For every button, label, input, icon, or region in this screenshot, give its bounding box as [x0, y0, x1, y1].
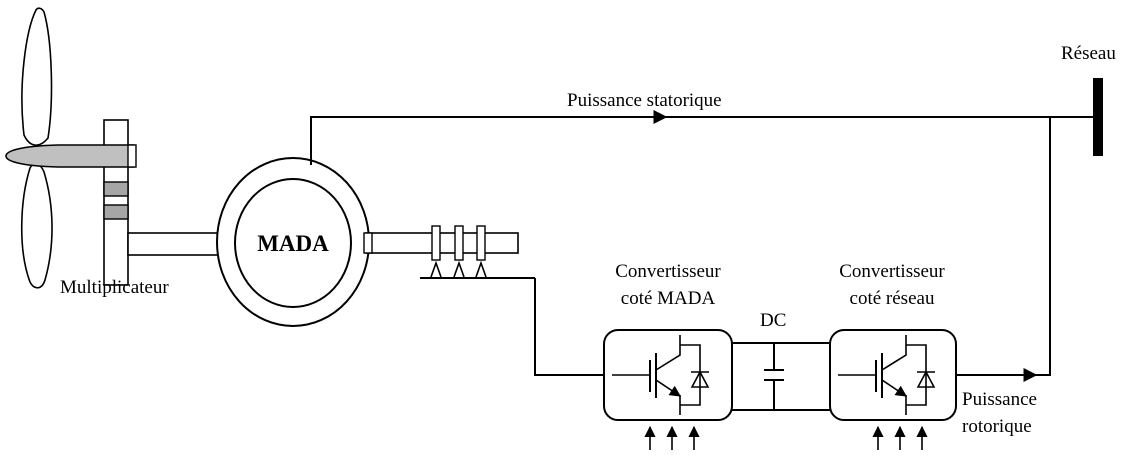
igbt-icon — [838, 335, 936, 415]
machine-label: MADA — [257, 231, 329, 256]
slip-ring-2 — [454, 225, 464, 261]
gearbox-label: Multiplicateur — [60, 277, 169, 298]
slip-ring-icon — [420, 225, 535, 279]
converter-grid-side — [829, 329, 957, 421]
brush-1 — [430, 260, 442, 278]
gate-signals-mada — [644, 425, 700, 450]
shaft-right-collar — [363, 232, 373, 254]
stator-line — [310, 116, 1093, 165]
rotor-core — [234, 178, 352, 308]
nacelle-hub — [5, 144, 135, 168]
capacitor-icon — [764, 343, 784, 410]
blade-top — [21, 7, 53, 146]
slip-ring-3 — [476, 225, 486, 261]
conv-mada-label-line2: coté MADA — [621, 288, 716, 309]
gear-band-1 — [103, 181, 129, 197]
igbt-icon — [612, 335, 710, 415]
slip-ring-1 — [431, 225, 441, 261]
hub-cap — [127, 144, 137, 168]
grid-label: Réseau — [1061, 43, 1116, 64]
blade-bottom — [20, 163, 53, 289]
rotor-power-label-line2: rotorique — [962, 416, 1032, 437]
stator-power-label: Puissance statorique — [567, 90, 722, 111]
gate-signals-grid — [872, 425, 928, 450]
shaft-right — [365, 232, 519, 254]
gear-band-2 — [103, 204, 129, 220]
conv-grid-label-line2: coté réseau — [850, 288, 935, 309]
conv-grid-label-line1: Convertisseur — [839, 261, 945, 282]
brush-3 — [475, 260, 487, 278]
rotor-power-label-line1: Puissance — [962, 389, 1037, 410]
brush-2 — [453, 260, 465, 278]
rotor-cable — [534, 278, 604, 376]
rotor-power-line — [955, 117, 1051, 376]
mada-machine: MADA — [216, 157, 370, 327]
dc-link-label: DC — [760, 310, 786, 331]
wind-turbine-rotor-icon — [5, 7, 137, 289]
grid-bus-icon — [1093, 78, 1103, 156]
converter-mada-side — [603, 329, 733, 421]
conv-mada-label-line1: Convertisseur — [615, 261, 721, 282]
converter-grid-box — [829, 329, 957, 421]
